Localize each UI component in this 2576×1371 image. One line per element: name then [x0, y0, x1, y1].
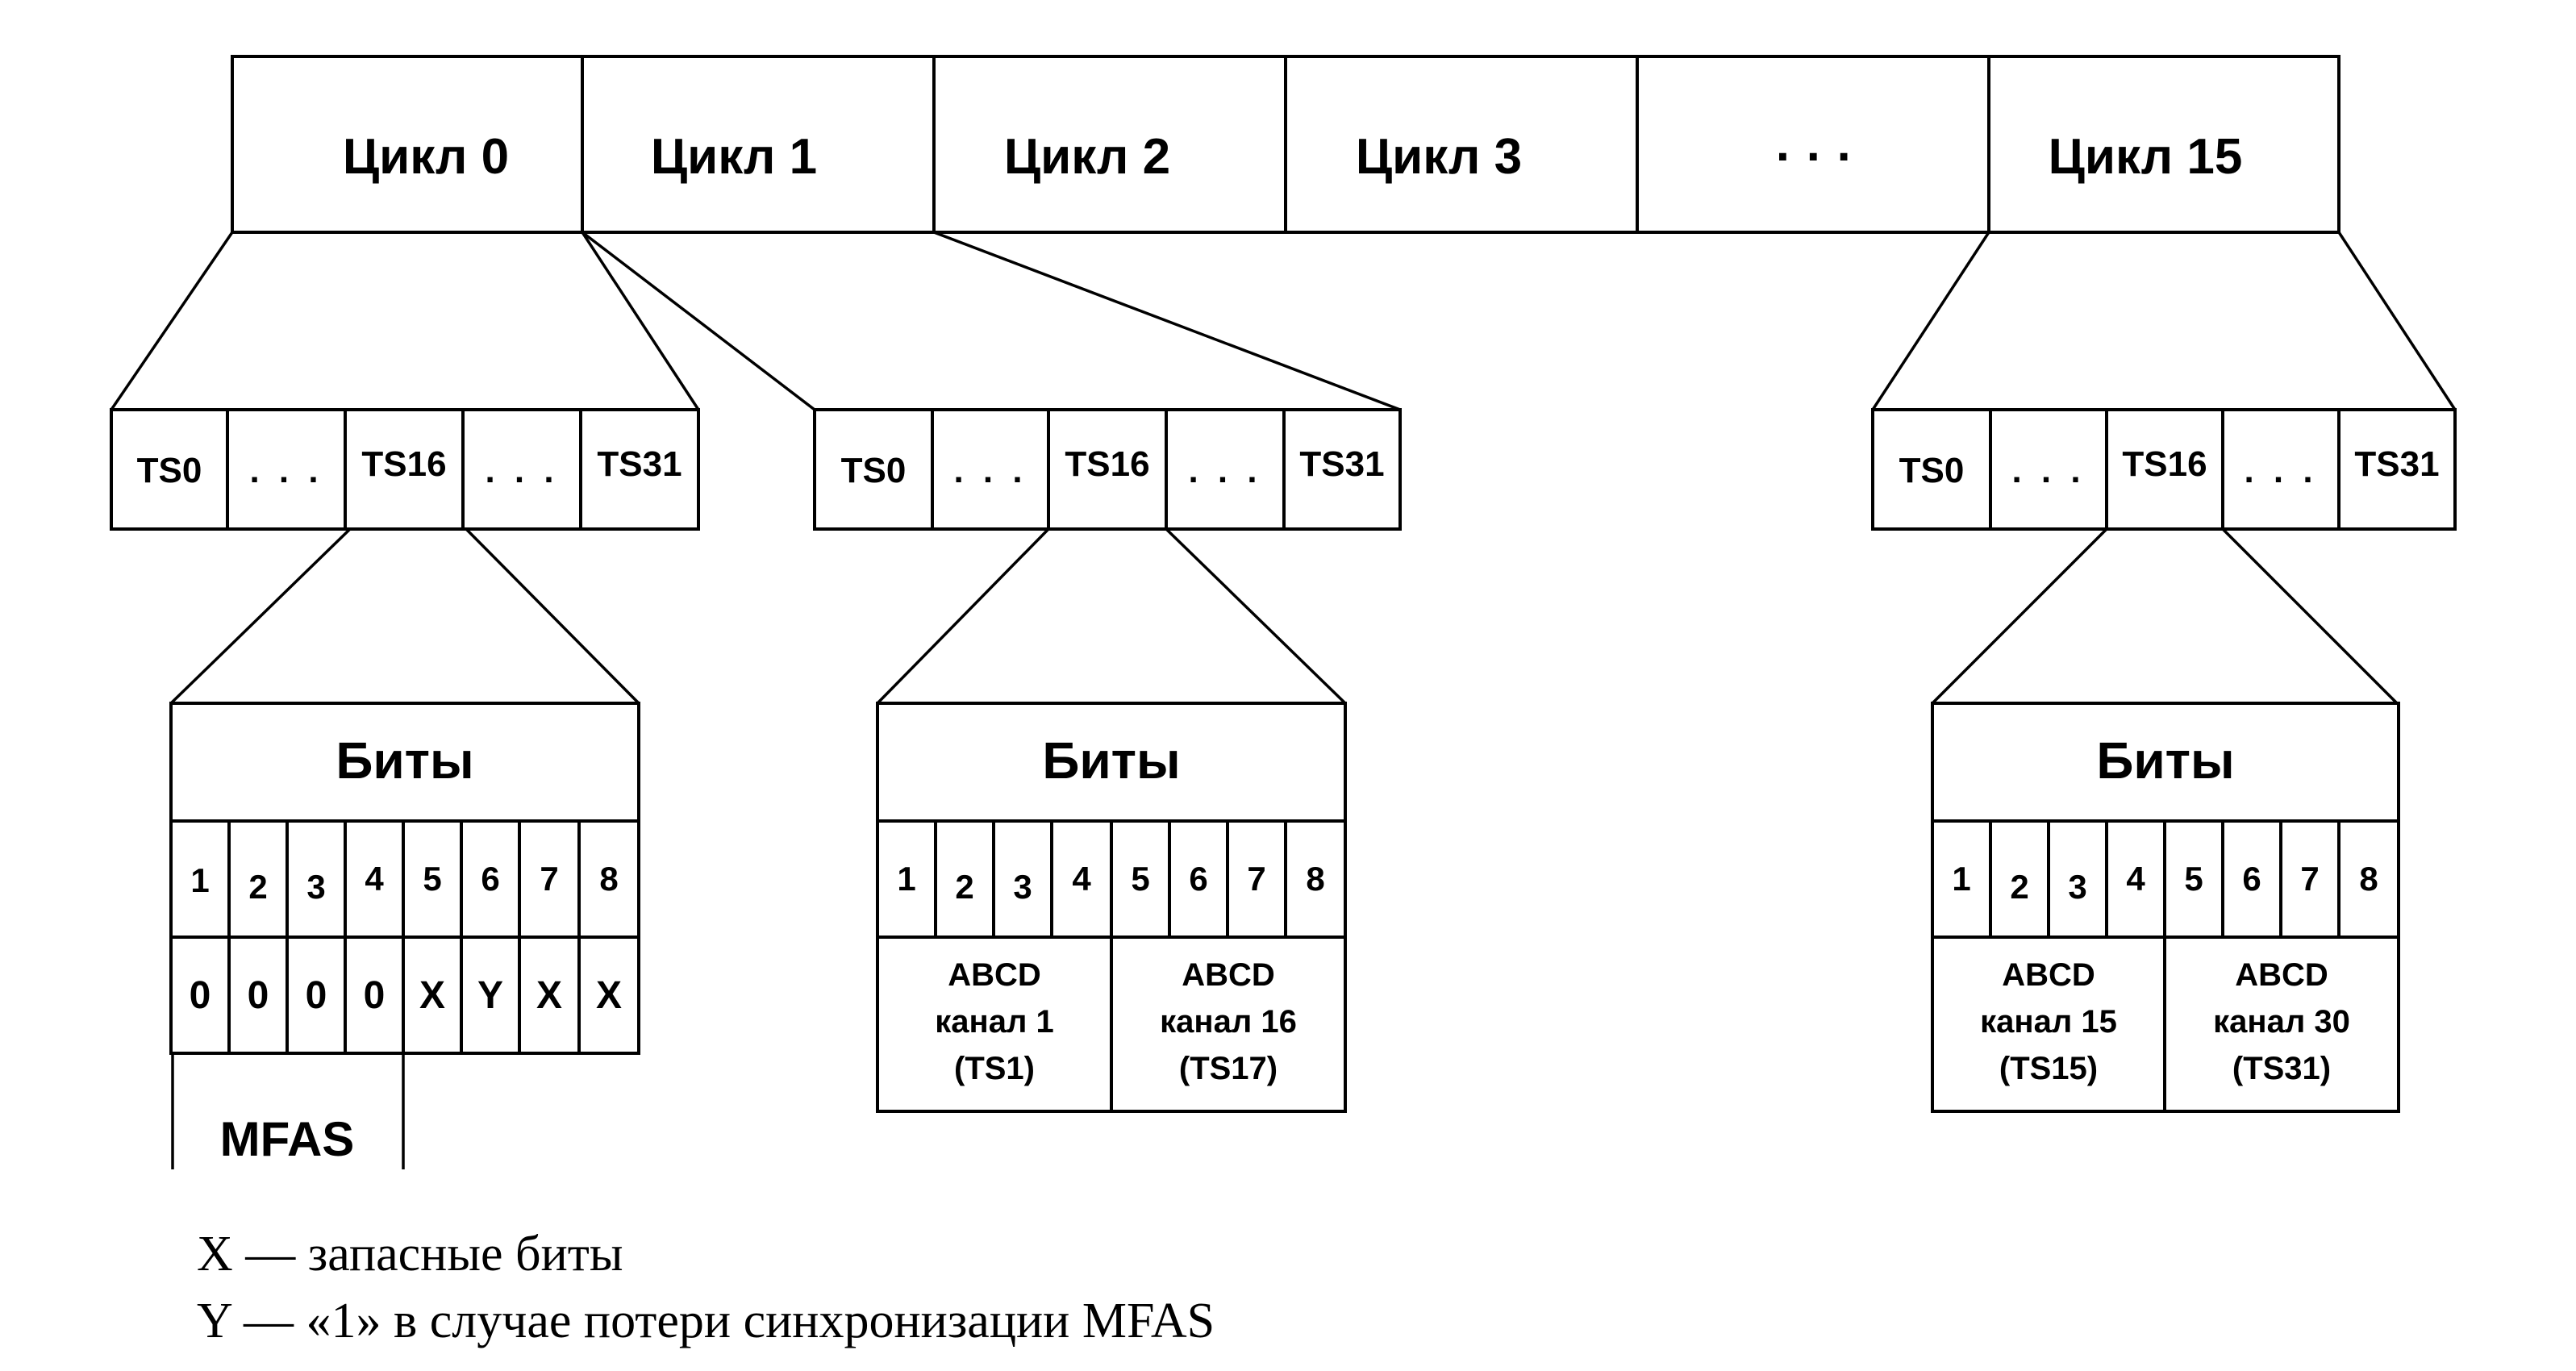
bit-value: 0 — [190, 974, 211, 1017]
bit-value: X — [536, 974, 562, 1017]
cycle-cell-3 — [1284, 55, 1639, 234]
cycle-cell-0 — [231, 55, 584, 234]
bit-value: Y — [477, 974, 503, 1017]
bits-box-cycle15: Биты 1 2 3 4 5 6 7 8 ABCD канал 15 (TS15… — [1931, 702, 2400, 1113]
bit-number: 3 — [2068, 868, 2086, 906]
bit-number: 1 — [897, 860, 915, 898]
abcd-line: ABCD — [1182, 957, 1275, 993]
bits-box-cycle0: Биты 1 2 3 4 5 6 7 8 0 0 0 0 X Y X X — [169, 702, 640, 1169]
ts-label: TS16 — [361, 444, 446, 484]
ts-label: TS16 — [2122, 444, 2207, 484]
ts-label: TS16 — [1065, 444, 1149, 484]
mfas-label: MFAS — [220, 1112, 355, 1166]
timeslot-row-cycle0: TS0 . . . TS16 . . . TS31 — [110, 408, 700, 531]
abcd-line: канал 15 — [1980, 1004, 2117, 1040]
bit-number: 5 — [2184, 860, 2203, 898]
ts-label: TS31 — [1299, 444, 1384, 484]
bit-number: 1 — [1952, 860, 1970, 898]
bit-number: 7 — [2300, 860, 2319, 898]
legend-line-y: Y — «1» в случае потери синхронизации MF… — [197, 1294, 1215, 1348]
abcd-line: ABCD — [2002, 957, 2095, 993]
cycle-row: Цикл 0 Цикл 1 Цикл 2 Цикл 3 · · · Цикл 1… — [231, 55, 2340, 234]
cycle-label-dots: · · · — [1776, 129, 1853, 185]
cycle-label-3: Цикл 3 — [1356, 129, 1522, 185]
bit-number: 5 — [423, 860, 441, 898]
ts-label: TS31 — [597, 444, 682, 484]
cycle-cell-2 — [932, 55, 1287, 234]
bit-number: 3 — [306, 868, 325, 906]
abcd-line: канал 1 — [935, 1004, 1053, 1040]
legend: X — запасные биты Y — «1» в случае потер… — [197, 1227, 1215, 1348]
bit-number: 6 — [481, 860, 499, 898]
abcd-line: (TS17) — [1179, 1051, 1278, 1086]
bit-number: 4 — [2126, 860, 2145, 898]
cycle-label-0: Цикл 0 — [343, 129, 509, 185]
abcd-line: канал 30 — [2213, 1004, 2350, 1040]
ts-label: . . . — [953, 451, 1027, 490]
abcd-line: канал 16 — [1160, 1004, 1297, 1040]
ts-label: TS0 — [137, 451, 202, 490]
abcd-line: (TS15) — [1999, 1051, 2098, 1086]
connector-lines — [110, 231, 2457, 705]
bits-title: Биты — [1042, 731, 1180, 790]
cycle-cell-dots — [1636, 55, 1990, 234]
cycle-label-2: Цикл 2 — [1004, 129, 1170, 185]
abcd-line: (TS1) — [954, 1051, 1035, 1086]
bit-number: 8 — [599, 860, 618, 898]
bit-number: 7 — [1247, 860, 1265, 898]
timeslot-row-cycle1: TS0 . . . TS16 . . . TS31 — [813, 408, 1402, 531]
ts-label: TS31 — [2354, 444, 2439, 484]
bit-number: 8 — [1306, 860, 1324, 898]
cycle-label-15: Цикл 15 — [2049, 129, 2243, 185]
bit-value: 0 — [306, 974, 327, 1017]
abcd-line: ABCD — [948, 957, 1041, 993]
ts-label: TS0 — [1899, 451, 1965, 490]
bit-number: 2 — [2010, 868, 2028, 906]
bits-title: Биты — [2096, 731, 2234, 790]
bit-number: 4 — [1072, 860, 1091, 898]
bit-number: 2 — [955, 868, 973, 906]
ts-label: . . . — [2011, 451, 2085, 490]
bit-number: 4 — [365, 860, 384, 898]
bit-number: 2 — [248, 868, 267, 906]
bit-number: 5 — [1131, 860, 1149, 898]
bit-value: X — [596, 974, 622, 1017]
abcd-line: (TS31) — [2232, 1051, 2331, 1086]
abcd-line: ABCD — [2235, 957, 2328, 993]
bit-value: 0 — [248, 974, 269, 1017]
bit-value: X — [419, 974, 445, 1017]
ts-label: . . . — [249, 451, 323, 490]
bits-box-cycle1: Биты 1 2 3 4 5 6 7 8 ABCD канал 1 (TS1) … — [876, 702, 1347, 1113]
ts-label: TS0 — [841, 451, 907, 490]
bit-number: 3 — [1013, 868, 1032, 906]
cycle-cell-15 — [1987, 55, 2340, 234]
bit-number: 1 — [190, 861, 209, 899]
ts-label: . . . — [1188, 451, 1261, 490]
cycle-label-1: Цикл 1 — [651, 129, 817, 185]
bit-number: 6 — [1189, 860, 1207, 898]
ts-label: . . . — [485, 451, 558, 490]
bit-number: 6 — [2242, 860, 2261, 898]
cycle-cell-1 — [581, 55, 936, 234]
ts-label: . . . — [2244, 451, 2317, 490]
legend-line-x: X — запасные биты — [197, 1227, 623, 1281]
timeslot-row-cycle15: TS0 . . . TS16 . . . TS31 — [1871, 408, 2457, 531]
bit-number: 8 — [2359, 860, 2378, 898]
bit-number: 7 — [540, 860, 558, 898]
bits-title: Биты — [336, 731, 473, 790]
bit-value: 0 — [364, 974, 386, 1017]
